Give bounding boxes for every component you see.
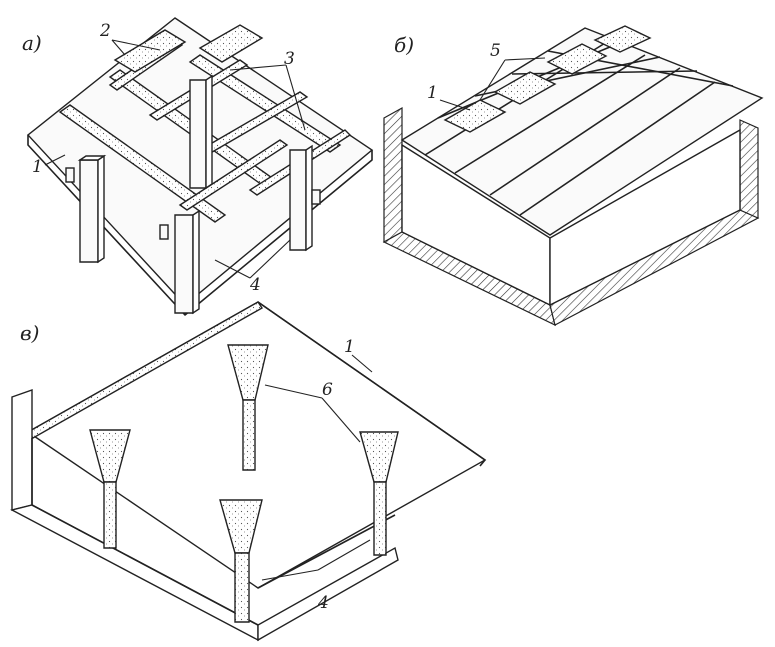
callout-a-2: 2 [99,21,111,41]
callout-b-5: 5 [490,41,501,61]
panel-c-column-left [89,429,131,549]
callout-c-1: 1 [344,337,355,357]
callout-a-1: 1 [32,157,43,177]
panel-a-label: а) [22,31,42,55]
panel-a-column-front [174,209,200,315]
callout-a-3: 3 [284,49,295,69]
callout-c-4: 4 [317,593,329,613]
panel-a-column-left [77,154,107,264]
panel-a-column-back [189,74,213,190]
callout-a-4: 4 [249,275,261,295]
panel-c-label: в) [20,321,39,345]
callout-c-6: 6 [322,380,333,400]
panel-b-coffered-floor: б) 5 1 [382,25,764,327]
panel-a-column-right [289,144,313,252]
panel-c-column-back [227,344,269,471]
panel-c-column-front [219,499,263,623]
panel-c-flat-slab-floor: в) 1 6 4 [10,301,487,642]
panel-c-column-right [359,431,399,556]
panel-a-beam-slab-floor: а) 2 3 1 4 [22,17,374,316]
panel-b-label: б) [394,33,414,57]
coffer-cells [443,25,652,133]
callout-b-1: 1 [427,83,438,103]
